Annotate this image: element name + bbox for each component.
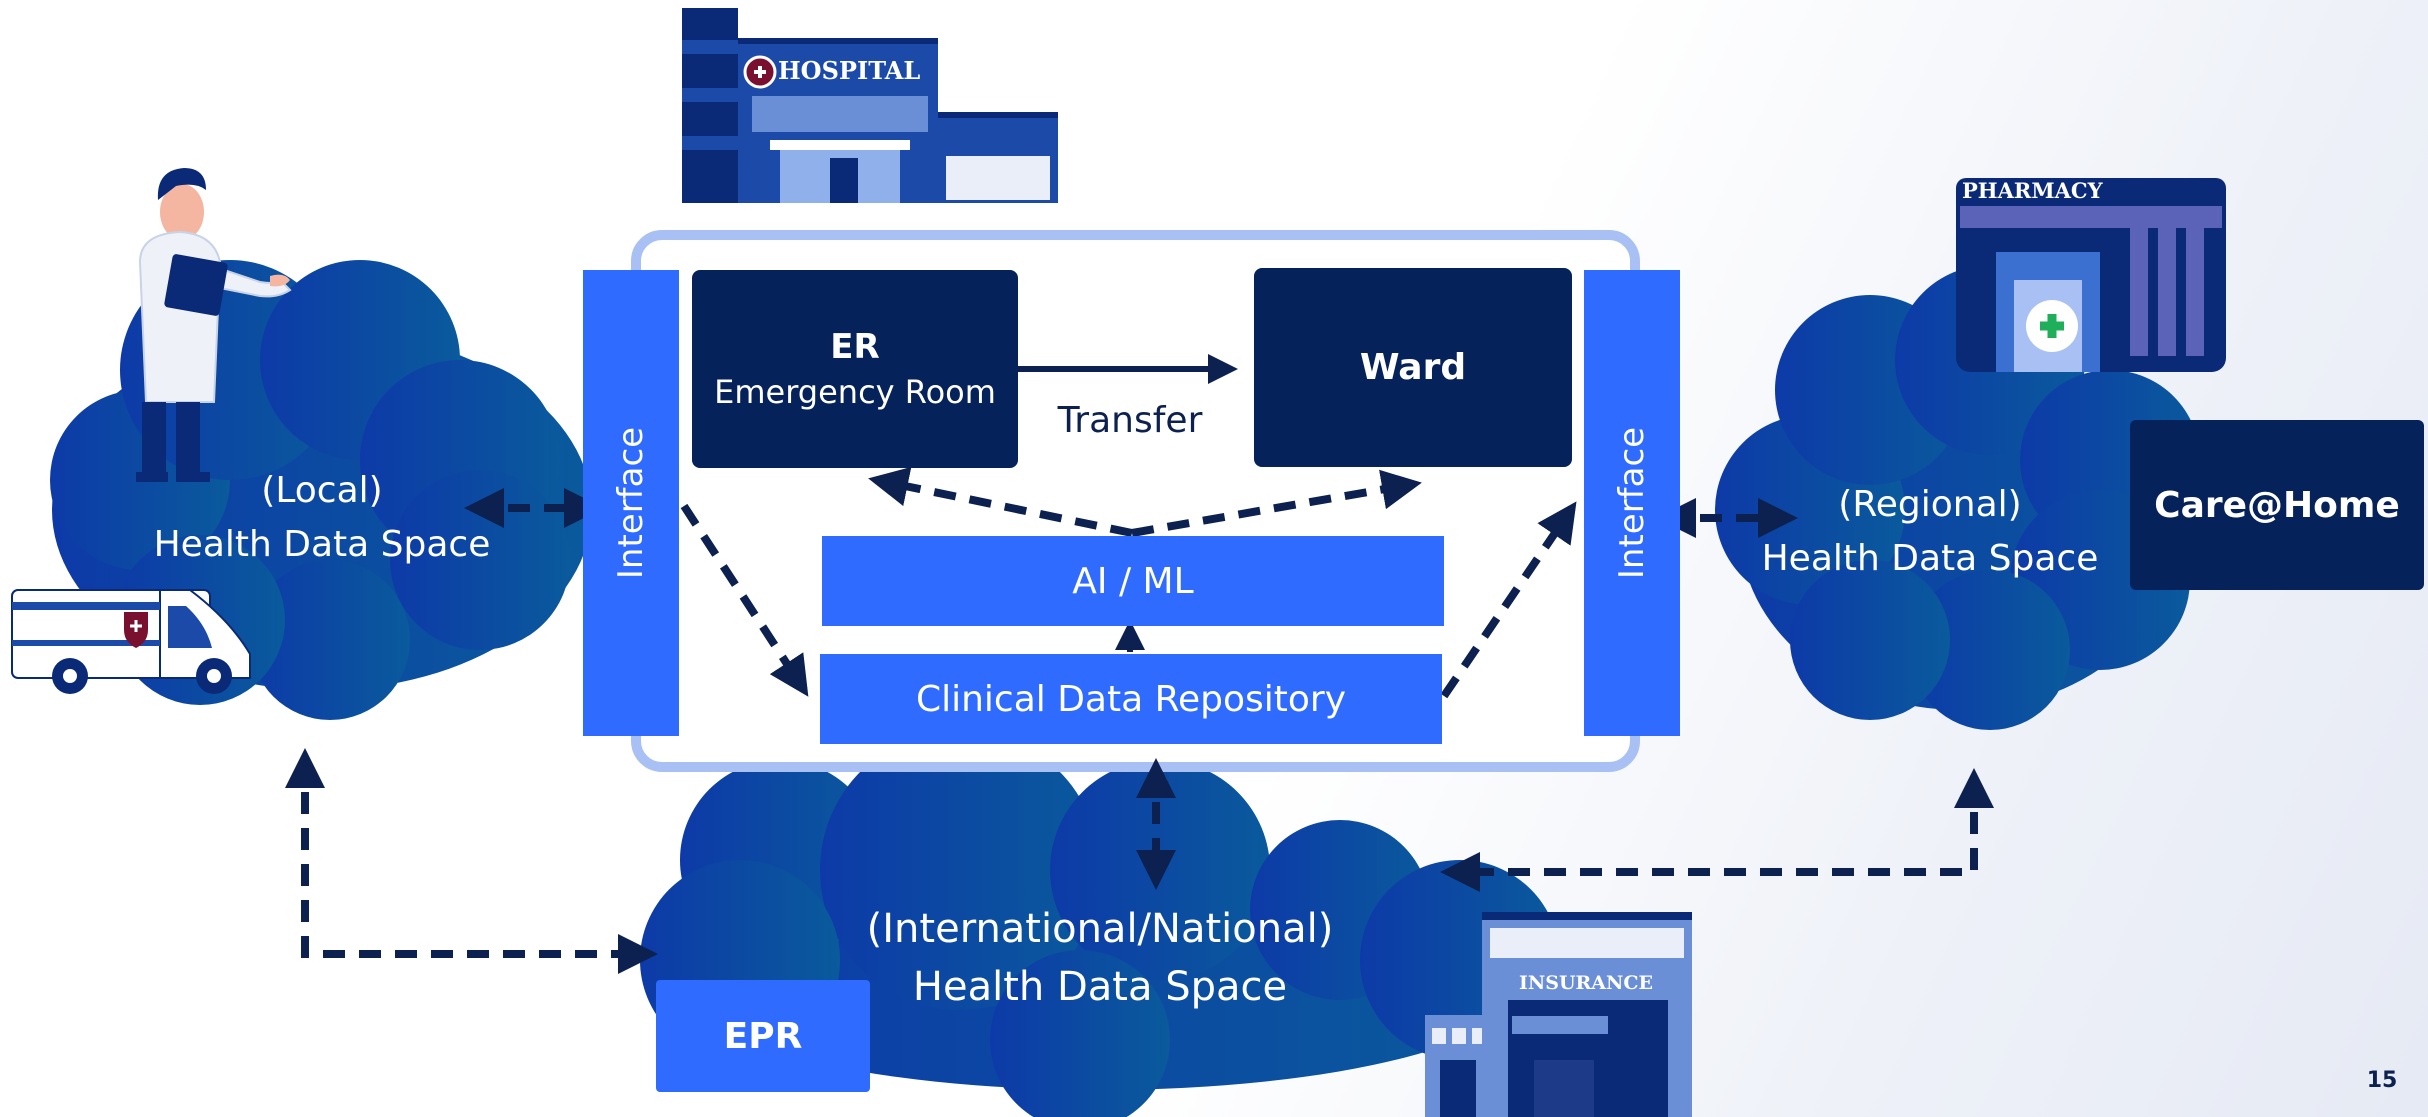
regional-label: (Regional) Health Data Space [1740, 478, 2120, 586]
interface-right-label: Interface [1612, 426, 1653, 580]
dashed-connectors [285, 466, 1994, 974]
doctor-illustration [136, 168, 292, 482]
ward-box: Ward [1254, 268, 1572, 467]
local-national-arrow [285, 748, 658, 974]
national-line1: (International/National) [866, 906, 1334, 952]
er-title: ER [830, 327, 880, 367]
epr-box: EPR [656, 980, 870, 1092]
ward-label: Ward [1359, 347, 1467, 388]
ai-ml-box: AI / ML [822, 536, 1444, 626]
national-line2: Health Data Space [912, 964, 1288, 1010]
interface-right: Interface [1584, 270, 1680, 736]
regional-line1: (Regional) [1838, 484, 2022, 525]
cdr-label: Clinical Data Repository [915, 678, 1347, 720]
national-label: (International/National) Health Data Spa… [800, 900, 1400, 1016]
ai-ml-label: AI / ML [1072, 560, 1194, 602]
pharmacy-sign: PHARMACY [1962, 178, 2103, 203]
insurance-sign: INSURANCE [1518, 972, 1654, 994]
local-line2: Health Data Space [153, 524, 491, 565]
cdr-interface-arrow [1440, 501, 1577, 699]
ai-ward-arrow [1131, 469, 1422, 537]
epr-label: EPR [723, 1015, 803, 1057]
regional-national-arrow [1440, 768, 1994, 892]
interface-cdr-arrow [680, 503, 809, 697]
insurance-building-icon [1425, 912, 1692, 1117]
cdr-box: Clinical Data Repository [820, 654, 1442, 744]
local-line1: (Local) [261, 470, 383, 511]
transfer-label: Transfer [1057, 400, 1203, 441]
hospital-sign: HOSPITAL [778, 56, 921, 85]
regional-cloud [1715, 265, 2200, 730]
care-home-label: Care@Home [2154, 484, 2400, 526]
er-box: ER Emergency Room [692, 270, 1018, 468]
regional-line2: Health Data Space [1761, 538, 2099, 579]
local-label: (Local) Health Data Space [132, 464, 512, 572]
care-home-box: Care@Home [2130, 420, 2424, 590]
ai-er-arrow [868, 466, 1133, 537]
interface-left-label: Interface [611, 426, 652, 580]
interface-left: Interface [583, 270, 679, 736]
hospital-building-icon [682, 8, 1058, 203]
pharmacy-building-icon [1956, 178, 2226, 372]
page-number: 15 [2366, 1068, 2398, 1093]
er-subtitle: Emergency Room [714, 373, 996, 411]
ambulance-icon [11, 589, 251, 694]
